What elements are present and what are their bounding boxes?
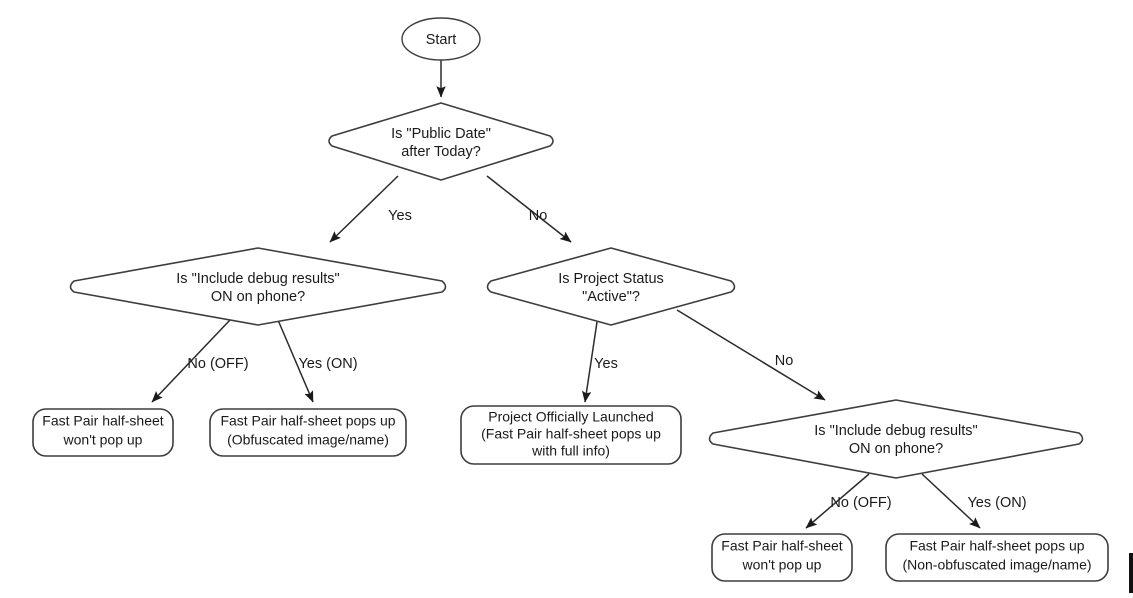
node-start[interactable]: Start bbox=[401, 17, 481, 61]
terminal-right-on-box bbox=[885, 533, 1109, 582]
debug-right-line1: Is "Include debug results" bbox=[814, 423, 977, 439]
project-status-line2: "Active"? bbox=[582, 289, 640, 305]
terminal-right-off-box bbox=[711, 533, 853, 582]
terminal-left-off-box bbox=[32, 408, 174, 457]
edge-project-status-no bbox=[676, 309, 826, 401]
node-decision-project-status[interactable]: Is Project Status "Active"? bbox=[486, 247, 736, 326]
edge-labels-layer: Yes No No (OFF) Yes (ON) Yes No No (OFF)… bbox=[187, 208, 1026, 511]
debug-right-diamond bbox=[708, 399, 1084, 479]
edge-label-project-status-yes: Yes bbox=[594, 356, 618, 372]
start-ellipse bbox=[401, 17, 481, 61]
terminal-right-off-line1: Fast Pair half-sheet bbox=[721, 538, 842, 554]
node-decision-debug-left[interactable]: Is "Include debug results" ON on phone? bbox=[69, 247, 447, 326]
terminal-launched-line1: Project Officially Launched bbox=[488, 409, 654, 425]
terminal-launched-line3: with full info) bbox=[531, 443, 610, 459]
terminal-left-off-line1: Fast Pair half-sheet bbox=[42, 413, 163, 429]
terminal-right-off-line2: won't pop up bbox=[742, 557, 822, 573]
node-decision-debug-right[interactable]: Is "Include debug results" ON on phone? bbox=[708, 399, 1084, 479]
node-terminal-launched[interactable]: Project Officially Launched (Fast Pair h… bbox=[460, 405, 682, 465]
edge-debug-left-no-off bbox=[151, 319, 231, 403]
edge-label-public-date-no: No bbox=[529, 208, 548, 224]
debug-left-diamond bbox=[69, 247, 447, 326]
node-terminal-right-off[interactable]: Fast Pair half-sheet won't pop up bbox=[711, 533, 853, 582]
node-terminal-left-off[interactable]: Fast Pair half-sheet won't pop up bbox=[32, 408, 174, 457]
debug-left-line1: Is "Include debug results" bbox=[176, 271, 339, 287]
terminal-right-on-line1: Fast Pair half-sheet pops up bbox=[909, 538, 1084, 554]
terminal-left-off-line2: won't pop up bbox=[63, 432, 143, 448]
terminal-right-on-line2: (Non-obfuscated image/name) bbox=[902, 557, 1091, 573]
edge-label-debug-right-no: No (OFF) bbox=[830, 495, 891, 511]
node-terminal-left-on[interactable]: Fast Pair half-sheet pops up (Obfuscated… bbox=[209, 408, 407, 457]
start-label: Start bbox=[426, 32, 457, 48]
edge-label-debug-left-yes: Yes (ON) bbox=[298, 356, 357, 372]
edge-public-date-yes bbox=[329, 175, 399, 243]
edge-debug-right-yes-on bbox=[921, 473, 981, 529]
public-date-line1: Is "Public Date" bbox=[391, 126, 491, 142]
edge-label-debug-right-yes: Yes (ON) bbox=[967, 495, 1026, 511]
edge-public-date-no bbox=[486, 175, 572, 243]
edges-layer bbox=[151, 60, 981, 529]
terminal-launched-line2: (Fast Pair half-sheet pops up bbox=[481, 426, 661, 442]
debug-left-line2: ON on phone? bbox=[211, 289, 305, 305]
terminal-left-on-line1: Fast Pair half-sheet pops up bbox=[220, 413, 395, 429]
node-decision-public-date[interactable]: Is "Public Date" after Today? bbox=[328, 102, 554, 181]
edge-project-status-yes bbox=[582, 321, 598, 403]
debug-right-line2: ON on phone? bbox=[849, 441, 943, 457]
edge-artifact-mark bbox=[1129, 553, 1133, 593]
edge-debug-left-yes-on bbox=[277, 319, 314, 403]
node-terminal-right-on[interactable]: Fast Pair half-sheet pops up (Non-obfusc… bbox=[885, 533, 1109, 582]
project-status-line1: Is Project Status bbox=[558, 271, 664, 287]
edge-label-public-date-yes: Yes bbox=[388, 208, 412, 224]
terminal-launched-box bbox=[460, 405, 682, 465]
terminal-left-on-line2: (Obfuscated image/name) bbox=[227, 432, 389, 448]
terminal-left-on-box bbox=[209, 408, 407, 457]
edge-label-project-status-no: No bbox=[775, 353, 794, 369]
public-date-line2: after Today? bbox=[401, 144, 481, 160]
public-date-diamond bbox=[328, 102, 554, 181]
edge-debug-right-no-off bbox=[805, 473, 870, 529]
project-status-diamond bbox=[486, 247, 736, 326]
edge-label-debug-left-no: No (OFF) bbox=[187, 356, 248, 372]
